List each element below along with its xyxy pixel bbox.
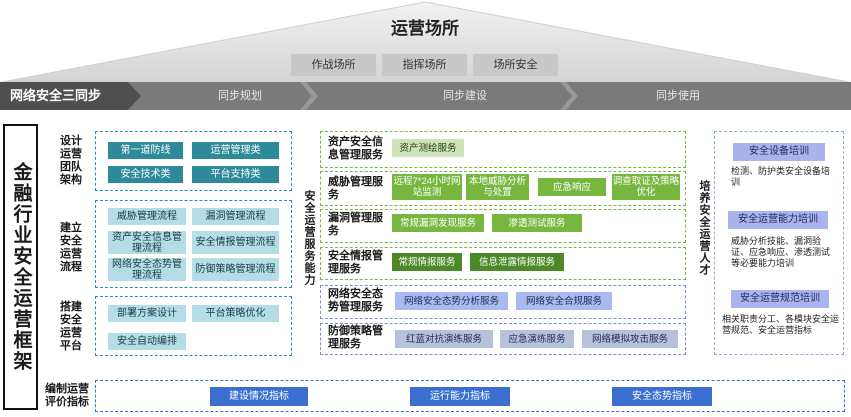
- three-sync-band: [0, 82, 851, 110]
- service-item: 远程7*24小时网站监测: [392, 174, 462, 200]
- service-item: 网络安全态势分析服务: [395, 292, 508, 310]
- service-category: 网络安全态势管理服务: [328, 288, 383, 313]
- stage-planning: 同步规划: [218, 90, 262, 102]
- talent-label: 培养安全运营人才: [698, 180, 710, 276]
- venue-combat: 作战场所: [291, 54, 376, 76]
- left-row-label-platform: 搭建安全运营平台: [60, 301, 82, 352]
- framework-title: 金融行业安全运营框架: [10, 162, 32, 372]
- team-item: 平台支持类: [192, 166, 279, 183]
- service-row-defense: [320, 323, 686, 355]
- left-row-label-team: 设计运营团队架构: [60, 135, 82, 186]
- service-item: 红蓝对抗演练服务: [395, 330, 493, 348]
- platform-item: 安全自动编排: [108, 333, 186, 350]
- service-item: 本地威胁分析与处置: [466, 174, 529, 200]
- platform-item: 部署方案设计: [108, 305, 186, 322]
- team-item: 第一道防线: [108, 142, 183, 159]
- talent-panel: [714, 131, 844, 355]
- service-category: 安全情报管理服务: [328, 250, 383, 275]
- service-item: 渗透测试服务: [492, 214, 582, 232]
- service-category: 威胁管理服务: [328, 176, 383, 201]
- framework-title-box: 金融行业安全运营框架: [3, 124, 38, 410]
- service-category: 资产安全信息管理服务: [328, 136, 383, 161]
- process-item: 安全情报管理流程: [192, 231, 279, 254]
- service-item: 应急演练服务: [500, 330, 574, 348]
- service-category: 漏洞管理服务: [328, 212, 383, 237]
- service-row-threat: [320, 171, 686, 206]
- process-panel: [95, 200, 292, 288]
- service-row-intel: [320, 247, 686, 280]
- evaluation-panel: [95, 380, 845, 412]
- service-capability-label: 安全运营服务能力: [303, 190, 315, 286]
- process-item: 漏洞管理流程: [192, 208, 279, 225]
- service-item: 调查取证及策略优化: [612, 174, 680, 200]
- metric-construction: 建设情况指标: [210, 387, 308, 406]
- service-row-vuln: [320, 209, 686, 243]
- stage-usage: 同步使用: [656, 90, 700, 102]
- training-desc: 相关职责分工、各模块安全运营规范、安全运营指标: [722, 314, 840, 335]
- stage-construction: 同步建设: [443, 90, 487, 102]
- training-device: 安全设备培训: [733, 143, 825, 161]
- three-sync-label: 网络安全三同步: [10, 88, 102, 103]
- venue-security: 场所安全: [473, 54, 558, 76]
- evaluation-label: 编制运营评价指标: [45, 383, 89, 408]
- service-item: 网络安全合规服务: [516, 292, 612, 310]
- team-item: 安全技术类: [108, 166, 183, 183]
- service-item: 常规漏洞发现服务: [392, 214, 484, 232]
- team-panel: [95, 131, 292, 191]
- metric-capability: 运行能力指标: [410, 387, 510, 406]
- platform-panel: [95, 296, 292, 356]
- service-row-posture: [320, 285, 686, 319]
- operation-venue-title: 运营场所: [391, 19, 459, 38]
- service-item: 应急响应: [538, 178, 606, 196]
- training-standard: 安全运营规范培训: [731, 290, 829, 308]
- metric-posture: 安全态势指标: [612, 387, 712, 406]
- left-row-label-process: 建立安全运营流程: [60, 222, 82, 273]
- roof-shape: [1, 1, 850, 82]
- process-item: 威胁管理流程: [108, 208, 186, 225]
- service-item: 资产测绘服务: [392, 139, 464, 157]
- process-item: 网络安全态势管理流程: [108, 258, 186, 281]
- team-item: 运营管理类: [192, 142, 279, 159]
- service-item: 信息泄露情报服务: [470, 253, 564, 271]
- process-item: 防御策略管理流程: [192, 258, 279, 281]
- service-row-asset: [320, 131, 686, 168]
- training-desc: 检测、防护类安全设备培训: [731, 166, 831, 187]
- venue-command: 指挥场所: [382, 54, 467, 76]
- process-item: 资产安全信息管理流程: [108, 231, 186, 254]
- service-item: 网络模拟攻击服务: [582, 330, 678, 348]
- service-item: 常规情报服务: [392, 253, 462, 271]
- platform-item: 平台策略优化: [192, 305, 279, 322]
- training-capability: 安全运营能力培训: [728, 211, 828, 229]
- training-desc: 威胁分析技能、漏洞验证、应急响应、渗透测试等必要能力培训: [731, 236, 831, 268]
- service-category: 防御策略管理服务: [328, 325, 383, 350]
